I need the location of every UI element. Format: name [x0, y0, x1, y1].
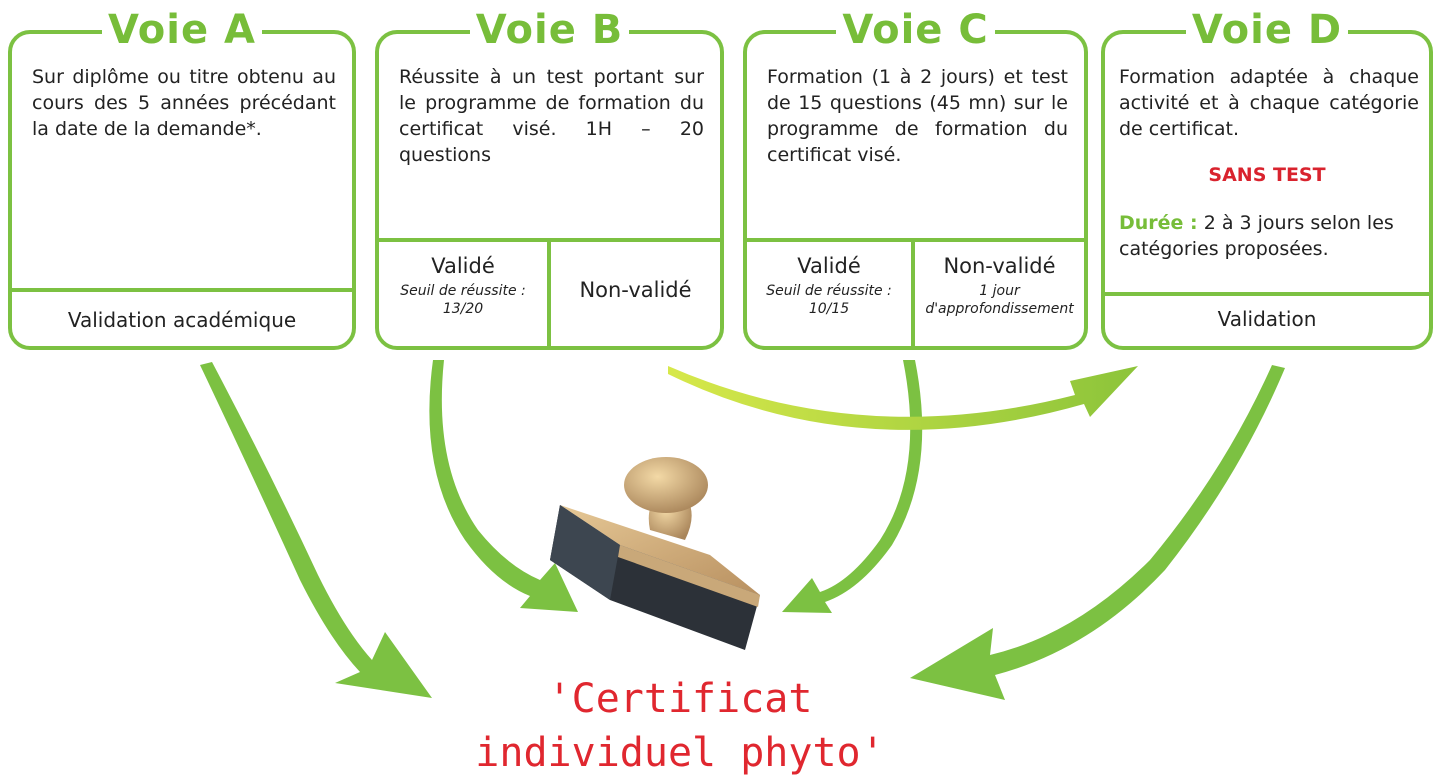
certificat-title: 'Certificat individuel phyto' — [420, 672, 940, 780]
voie-a-separator — [12, 288, 352, 292]
voie-c-valid-label: Validé — [797, 254, 861, 278]
voie-b-description: Réussite à un test portant sur le progra… — [399, 66, 704, 166]
voie-c-column-divider — [911, 238, 915, 346]
voie-c-box: Voie C Formation (1 à 2 jours) et test d… — [743, 8, 1088, 350]
arrow-voie-a — [200, 362, 432, 698]
certificat-line-2: individuel phyto' — [475, 730, 885, 776]
voie-b-valid-label: Validé — [431, 254, 495, 278]
voie-c-invalid-label: Non-validé — [943, 254, 1056, 278]
voie-d-duree: Durée : 2 à 3 jours selon les catégories… — [1119, 210, 1419, 262]
voie-d-duree-label: Durée : — [1119, 212, 1198, 234]
certificat-line-1: 'Certificat — [547, 676, 813, 722]
arrow-voie-b — [429, 360, 578, 612]
voie-d-no-test: SANS TEST — [1208, 164, 1326, 186]
voie-c-description: Formation (1 à 2 jours) et test de 15 qu… — [767, 66, 1068, 166]
voie-d-separator — [1105, 292, 1429, 296]
voie-b-valid-note: Seuil de réussite : 13/20 — [400, 283, 526, 317]
voie-d-box: Voie D Formation adaptée à chaque activi… — [1101, 8, 1433, 350]
arrow-voie-c — [782, 360, 923, 613]
voie-d-duree-text: 2 à 3 jours selon les catégories proposé… — [1119, 212, 1394, 260]
voie-c-invalid: Non-validé 1 jour d'approfondissement — [915, 242, 1084, 346]
voie-c-invalid-note: 1 jour d'approfondissement — [925, 283, 1074, 317]
rubber-stamp-icon — [550, 457, 760, 650]
voie-b-invalid-label: Non-validé — [579, 278, 692, 302]
voie-a-box: Voie A Sur diplôme ou titre obtenu au co… — [8, 8, 356, 350]
voie-b-invalid: Non-validé — [551, 242, 720, 346]
voie-d-description: Formation adaptée à chaque activité et à… — [1119, 66, 1419, 140]
voie-c-valid: Validé Seuil de réussite : 10/15 — [747, 242, 911, 346]
voie-b-valid: Validé Seuil de réussite : 13/20 — [379, 242, 547, 346]
voie-c-valid-note: Seuil de réussite : 10/15 — [766, 283, 892, 317]
arrow-c-to-d — [668, 366, 1138, 430]
voie-d-footer: Validation — [1217, 307, 1317, 331]
arrow-voie-d — [910, 365, 1285, 700]
voie-a-footer: Validation académique — [67, 308, 297, 332]
voie-b-column-divider — [547, 238, 551, 346]
voie-a-description: Sur diplôme ou titre obtenu au cours des… — [32, 66, 336, 140]
voie-c-separator — [747, 238, 1084, 242]
voie-b-box: Voie B Réussite à un test portant sur le… — [375, 8, 724, 350]
